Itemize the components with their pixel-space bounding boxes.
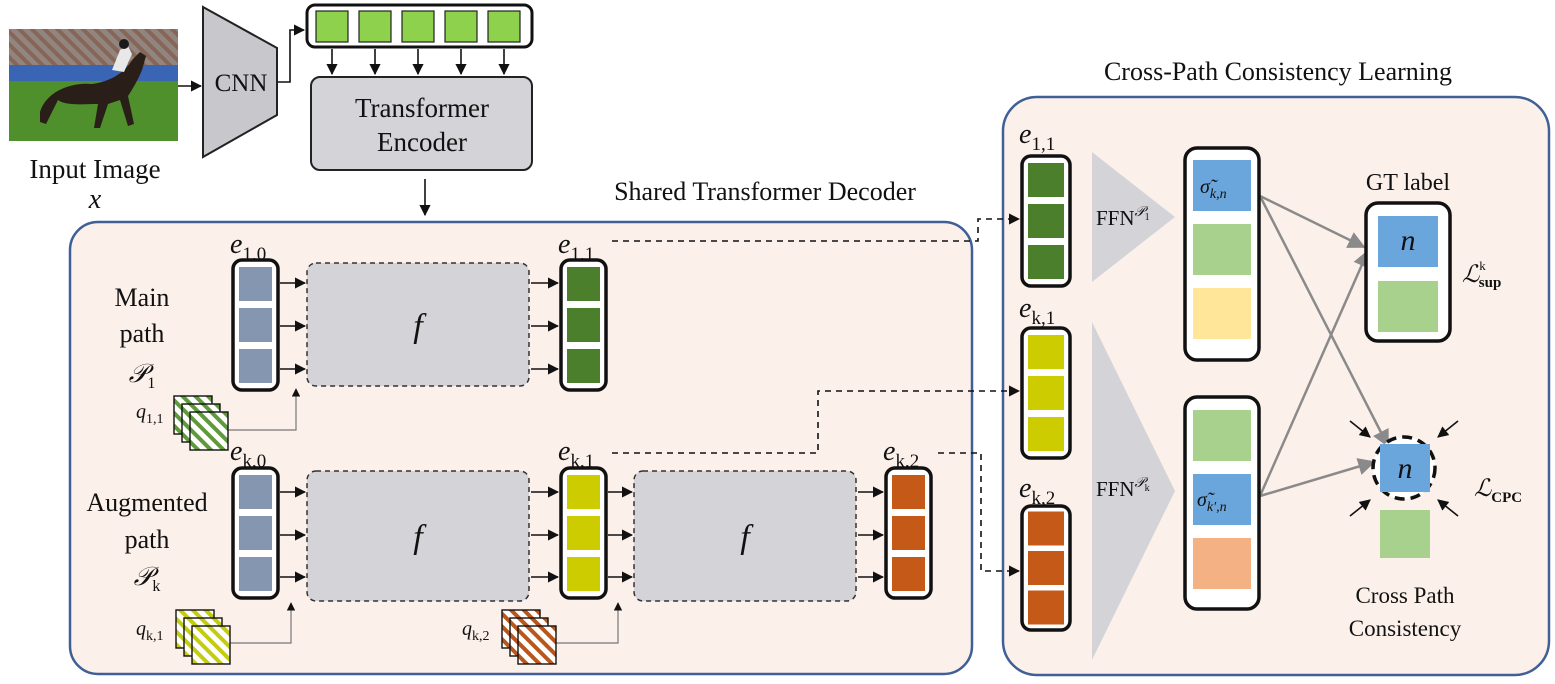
encoder-label-line2: Encoder [377,127,467,157]
query-feed-line [556,602,623,644]
stack-e-1-1-cpc-cell [1028,204,1064,238]
label-e-1-1-cpc: e1,1 [1019,119,1055,155]
stack-e-k-1-cpc-cell [1028,376,1064,410]
consistency-arrow [1349,499,1371,517]
consistency-caption-line2: Consistency [1349,616,1462,641]
decoder-f-block-aug-1 [306,470,530,602]
stack-e-1-1-main-cell [567,349,600,383]
input-image-label: Input Image [29,154,160,184]
stack-e-k-2-aug-cell [892,557,925,591]
query-tile-q-1-1 [189,411,229,451]
cnn-label: CNN [215,70,268,97]
cnn-block [202,5,278,159]
encoder-label-line1: Transformer [355,93,489,123]
query-feed-line [230,602,296,644]
gt-label-caption: GT label [1366,170,1451,196]
stack-e-k-1-aug-cell [567,475,600,509]
consistency-n-label: n [1398,452,1413,485]
stack-e-k-0-cell [239,475,272,509]
stack-e-1-1-cpc-cell [1028,245,1064,279]
ffn-triangle-main [1092,152,1175,282]
label-q-k-2: qk,2 [462,618,490,644]
query-tiles [173,395,557,665]
dashed-connector [612,213,1021,242]
stack-e-k-1-cpc-cell [1028,335,1064,369]
stack-e-k-2-cpc-cell [1028,590,1064,625]
dashed-connector [938,452,1021,577]
consistency-arrow [1437,499,1459,517]
stack-e-k-2-aug-cell [892,475,925,509]
stack-e-k-0-cell [239,516,272,550]
stack-e-k-2-cpc-cell [1028,511,1064,546]
stack-e-k-1-aug-cell [567,516,600,550]
matching-arrow [1259,194,1366,249]
stack-e-k-1-aug-cell [567,557,600,591]
gt-green-cell [1378,281,1438,332]
gt-n-label: n [1401,224,1416,257]
feature-token [487,10,521,43]
consistency-arrow [1437,420,1459,438]
transformer-encoder-block [310,76,533,171]
input-image [9,29,178,141]
label-q-k-1: qk,1 [136,618,164,644]
gt-blue-cell [1378,216,1438,267]
stack-e-k-1-cpc-cell [1028,417,1064,451]
consistency-arrow [1349,420,1371,438]
stack-e-k-2-aug-cell [892,516,925,550]
main-path-label-line1: Main [115,283,170,312]
consistency-caption-line1: Cross Path [1355,583,1455,608]
aug-path-label-line2: path [125,525,170,554]
query-tile-q-k-1 [191,625,231,665]
pred-aug-salmon [1193,538,1251,589]
stack-e-1-1-main-cell [567,267,600,301]
label-e-k-2-cpc: ek,2 [1019,473,1055,509]
feature-tokens [315,10,521,43]
pred-main-green [1193,224,1251,275]
pred-aug-green [1193,410,1251,461]
stack-e-1-1-cpc-cell [1028,163,1064,197]
decoder-title: Shared Transformer Decoder [614,177,916,206]
feature-token [444,10,478,43]
ffn-label-aug: FFN𝒫k [1096,476,1150,501]
pred-main-blue [1193,160,1251,211]
decoder-f-block-main [306,262,530,387]
stack-e-k-2-cpc-cell [1028,551,1064,585]
embedding-stacks [231,154,1072,632]
ffn-label-main: FFN𝒫1 [1096,205,1150,230]
cpc-title: Cross-Path Consistency Learning [1104,57,1452,86]
loss-cpc: ℒCPC [1474,476,1522,506]
aug-path-label-line1: Augmented [86,488,207,517]
pred-main-yellow [1193,288,1251,339]
connector-arrows [227,49,1459,644]
consistency-blue-cell [1380,444,1430,492]
stack-e-1-0-cell [239,349,272,383]
stack-e-1-1-main-cell [567,308,600,342]
stack-e-k-0-cell [239,557,272,591]
cpc-panel [1001,95,1551,677]
feature-token [358,10,392,43]
pred-aug-blue [1193,474,1251,525]
query-tile-q-k-2 [517,625,557,665]
consistency-green-cell [1380,510,1430,558]
stack-e-1-0-cell [239,308,272,342]
decoder-f-block-aug-2 [633,470,857,602]
label-e-k-1-cpc: ek,1 [1019,293,1055,329]
feature-token [315,10,349,43]
feature-token [401,10,435,43]
main-path-label-line2: path [120,319,165,348]
stack-e-1-0-cell [239,267,272,301]
matching-arrow [1258,249,1370,497]
label-q-1-1: q1,1 [136,401,164,427]
input-image-var: x [88,184,102,215]
matching-arrow [1259,458,1376,498]
matching-arrow [1258,195,1390,448]
ffn-triangle-aug [1092,322,1175,660]
dashed-connector [612,385,1021,454]
query-feed-line [227,388,301,431]
